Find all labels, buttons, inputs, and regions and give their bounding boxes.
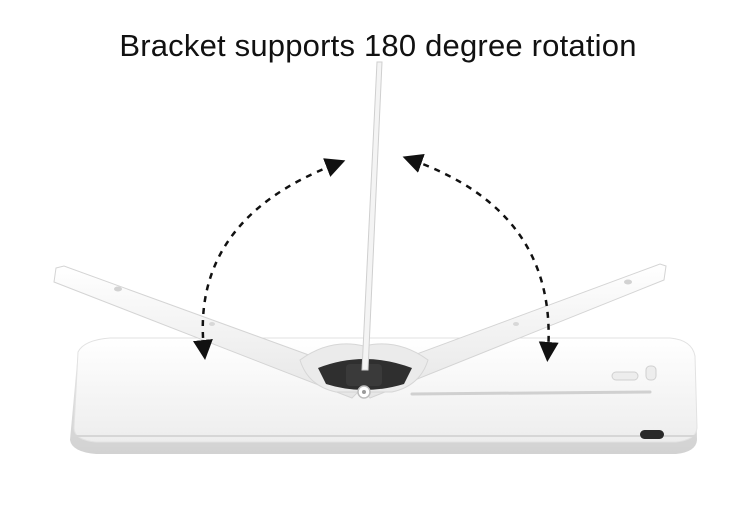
left-rotation-arrow xyxy=(192,158,346,360)
right-rotation-arrow xyxy=(402,153,559,362)
rotation-arrows xyxy=(192,153,559,362)
usb-port-icon xyxy=(640,430,664,439)
caption-title: Bracket supports 180 degree rotation xyxy=(119,28,637,63)
upright-bracket-arm xyxy=(361,61,383,371)
